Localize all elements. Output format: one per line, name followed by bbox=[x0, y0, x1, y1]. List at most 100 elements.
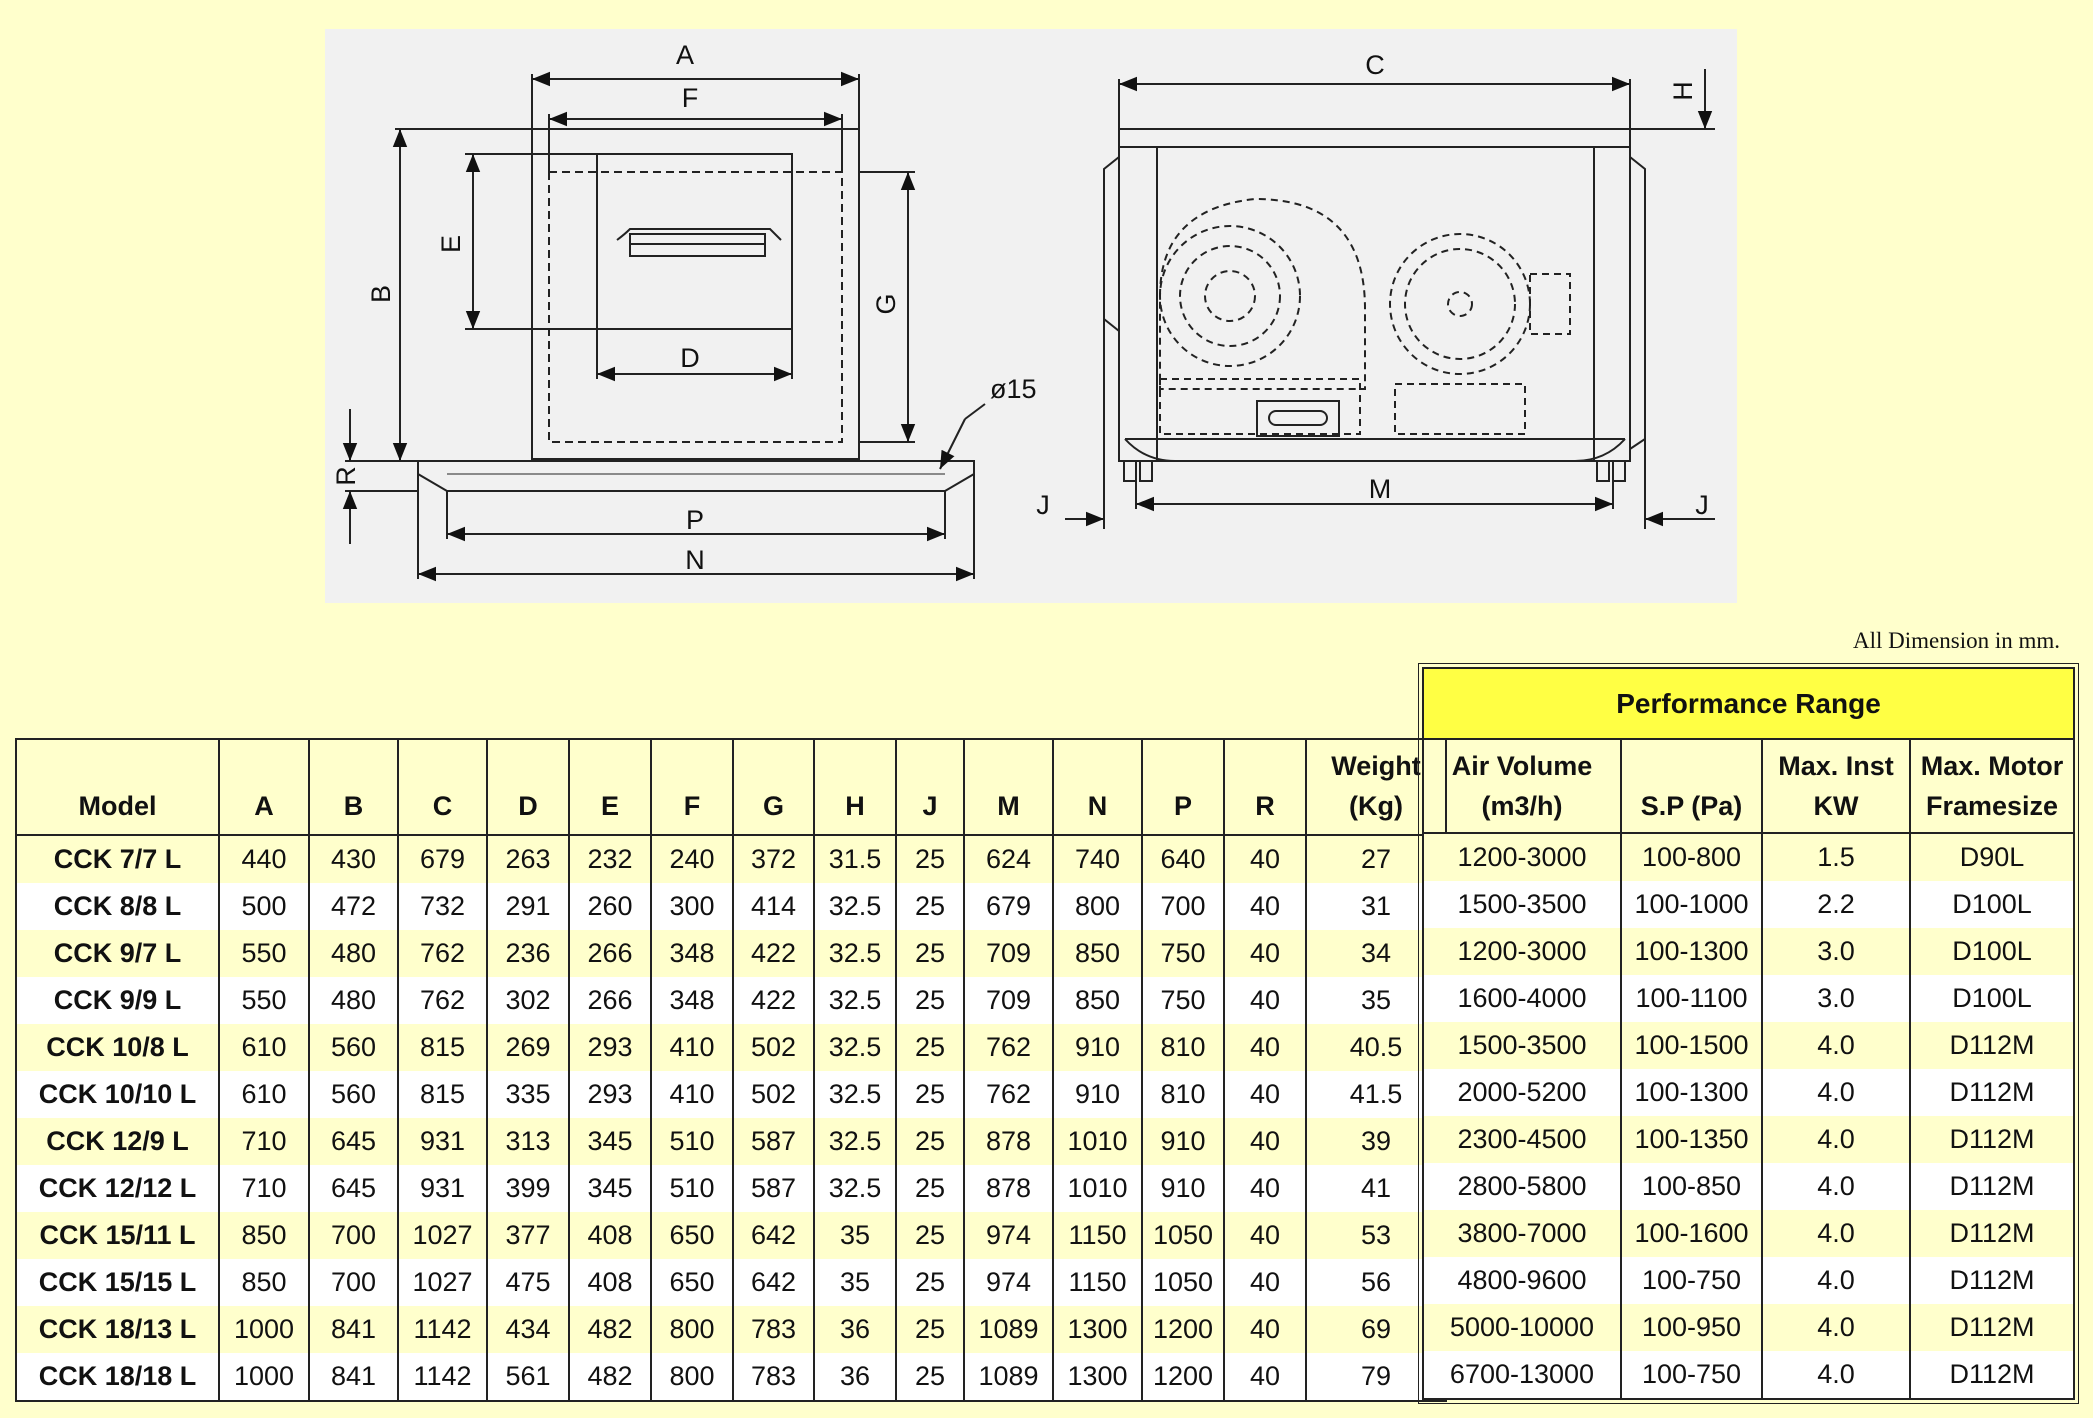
perf-cell: 100-750 bbox=[1620, 1351, 1762, 1399]
dim-cell: 679 bbox=[963, 883, 1053, 930]
perf-cell: 4.0 bbox=[1761, 1351, 1910, 1399]
dim-header-1: A bbox=[218, 739, 309, 836]
dim-cell: 302 bbox=[486, 977, 569, 1024]
dim-cell: 40 bbox=[1223, 977, 1306, 1024]
perf-header-0: Air Volume (m3/h) bbox=[1422, 739, 1621, 834]
dim-cell: 1150 bbox=[1052, 1259, 1142, 1306]
perf-cell: 100-750 bbox=[1620, 1257, 1762, 1304]
dim-cell: 783 bbox=[732, 1306, 814, 1353]
motor-plate bbox=[1256, 400, 1340, 437]
dim-cell: 700 bbox=[1141, 883, 1224, 930]
dim-cell: 377 bbox=[486, 1212, 569, 1259]
dim-cell: CCK 18/13 L bbox=[15, 1306, 219, 1353]
motor bbox=[1389, 233, 1531, 375]
dim-cell: 410 bbox=[650, 1024, 733, 1071]
dim-cell: 800 bbox=[1052, 883, 1142, 930]
perf-cell: 100-1300 bbox=[1620, 1069, 1762, 1116]
perf-cell: D112M bbox=[1908, 1163, 2075, 1210]
dim-header-7: G bbox=[732, 739, 814, 836]
perf-cell: 100-950 bbox=[1620, 1304, 1762, 1351]
perf-cell: D112M bbox=[1908, 1210, 2075, 1257]
dim-cell: 762 bbox=[397, 930, 487, 977]
dim-cell: 36 bbox=[813, 1353, 896, 1401]
dim-cell: 709 bbox=[963, 930, 1053, 977]
dim-cell: 645 bbox=[308, 1165, 398, 1212]
dim-cell: 35 bbox=[813, 1259, 896, 1306]
dim-cell: 482 bbox=[568, 1353, 651, 1401]
perf-cell: 4.0 bbox=[1761, 1116, 1910, 1163]
label-a: A bbox=[676, 40, 694, 70]
dim-header-4: D bbox=[486, 739, 569, 836]
dim-cell: 472 bbox=[308, 883, 398, 930]
dim-cell: 40 bbox=[1223, 1259, 1306, 1306]
dim-cell: 410 bbox=[650, 1071, 733, 1118]
dim-cell: 266 bbox=[568, 977, 651, 1024]
dim-cell: 732 bbox=[397, 883, 487, 930]
dim-cell: 293 bbox=[568, 1071, 651, 1118]
dim-cell: 740 bbox=[1052, 835, 1142, 883]
dim-header-10: M bbox=[963, 739, 1053, 836]
dim-cell: 650 bbox=[650, 1212, 733, 1259]
perf-cell: D112M bbox=[1908, 1116, 2075, 1163]
dim-cell: 40 bbox=[1223, 1353, 1306, 1401]
dim-header-12: P bbox=[1141, 739, 1224, 836]
dim-cell: 440 bbox=[218, 835, 309, 883]
drawing-svg: A F E B G D ø15 R P N C H J M J bbox=[331, 40, 1715, 582]
perf-cell: D100L bbox=[1908, 975, 2075, 1022]
technical-drawing: A F E B G D ø15 R P N C H J M J bbox=[325, 29, 1737, 603]
dim-cell: 931 bbox=[397, 1165, 487, 1212]
perf-cell: 100-1000 bbox=[1620, 881, 1762, 928]
label-g: G bbox=[871, 293, 901, 314]
dim-cell: 800 bbox=[650, 1306, 733, 1353]
perf-header-3: Max. Motor Framesize bbox=[1908, 739, 2075, 834]
fan-outlet bbox=[596, 153, 793, 330]
perf-cell: 2000-5200 bbox=[1422, 1069, 1621, 1116]
dim-cell: CCK 12/9 L bbox=[15, 1118, 219, 1165]
dim-cell: 345 bbox=[568, 1118, 651, 1165]
dim-cell: 25 bbox=[895, 930, 964, 977]
dim-cell: 293 bbox=[568, 1024, 651, 1071]
perf-cell: D100L bbox=[1908, 881, 2075, 928]
label-r: R bbox=[331, 466, 361, 486]
dim-cell: 679 bbox=[397, 835, 487, 883]
dim-cell: 434 bbox=[486, 1306, 569, 1353]
perf-cell: D112M bbox=[1908, 1351, 2075, 1399]
dim-cell: 399 bbox=[486, 1165, 569, 1212]
dim-cell: CCK 15/15 L bbox=[15, 1259, 219, 1306]
perf-cell: 1500-3500 bbox=[1422, 1022, 1621, 1069]
perf-cell: 2.2 bbox=[1761, 881, 1910, 928]
dim-cell: 610 bbox=[218, 1024, 309, 1071]
dim-cell: 40 bbox=[1223, 1024, 1306, 1071]
dim-cell: 560 bbox=[308, 1024, 398, 1071]
dim-cell: 610 bbox=[218, 1071, 309, 1118]
dim-cell: CCK 15/11 L bbox=[15, 1212, 219, 1259]
dim-cell: 910 bbox=[1052, 1024, 1142, 1071]
label-h: H bbox=[1668, 81, 1698, 101]
dim-cell: 1300 bbox=[1052, 1353, 1142, 1401]
dim-cell: 348 bbox=[650, 977, 733, 1024]
dim-cell: 40 bbox=[1223, 883, 1306, 930]
dim-cell: 750 bbox=[1141, 977, 1224, 1024]
dim-cell: 587 bbox=[732, 1118, 814, 1165]
dim-cell: 291 bbox=[486, 883, 569, 930]
front-housing bbox=[531, 128, 860, 460]
dim-cell: 475 bbox=[486, 1259, 569, 1306]
dim-cell: 1200 bbox=[1141, 1353, 1224, 1401]
dim-cell: 300 bbox=[650, 883, 733, 930]
dim-header-8: H bbox=[813, 739, 896, 836]
dim-cell: 31.5 bbox=[813, 835, 896, 883]
dim-cell: 25 bbox=[895, 1024, 964, 1071]
dim-cell: 850 bbox=[1052, 930, 1142, 977]
dim-cell: 414 bbox=[732, 883, 814, 930]
dim-cell: 1300 bbox=[1052, 1306, 1142, 1353]
label-f: F bbox=[682, 83, 699, 113]
